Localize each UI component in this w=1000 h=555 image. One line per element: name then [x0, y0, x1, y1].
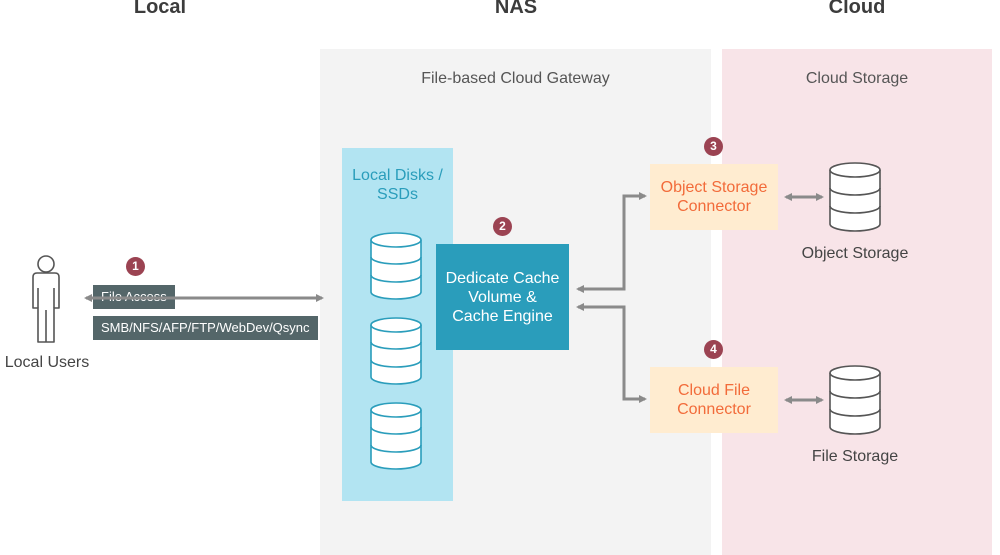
- local-disks-title-line2: SSDs: [377, 186, 418, 203]
- local-database-icon-3: [370, 402, 422, 470]
- file-connector-line2: Connector: [677, 401, 751, 418]
- local-disks-title-line1: Local Disks /: [352, 167, 443, 184]
- object-connector-line1: Object Storage: [660, 179, 768, 196]
- local-users-label: Local Users: [4, 354, 90, 371]
- cloud-panel-title: Cloud Storage: [805, 70, 909, 87]
- cache-to-object-connector-arrow: [576, 192, 647, 293]
- file-connector-line1: Cloud File: [677, 382, 750, 399]
- local-disks-title: Local Disks / SSDs: [342, 166, 453, 204]
- object-storage-connector: Object Storage Connector: [650, 164, 778, 230]
- column-heading-nas: NAS: [494, 0, 538, 18]
- file-storage-database-icon: [829, 365, 881, 435]
- column-heading-local: Local: [133, 0, 187, 18]
- object-connector-line2: Connector: [677, 198, 751, 215]
- nas-panel-title: File-based Cloud Gateway: [421, 70, 610, 87]
- step-badge-1: 1: [126, 257, 145, 276]
- cache-line2: Volume &: [468, 288, 537, 306]
- object-storage-database-icon: [829, 162, 881, 232]
- cache-line3: Cache Engine: [452, 307, 553, 325]
- protocols-tag: SMB/NFS/AFP/FTP/WebDev/Qsync: [93, 316, 318, 340]
- cloud-panel: Cloud Storage: [722, 49, 992, 555]
- local-database-icon-2: [370, 317, 422, 385]
- column-heading-cloud: Cloud: [828, 0, 886, 18]
- object-storage-label: Object Storage: [801, 245, 909, 262]
- step-badge-2: 2: [493, 217, 512, 236]
- cache-to-file-connector-arrow: [576, 303, 647, 403]
- cache-engine-box: Dedicate Cache Volume & Cache Engine: [436, 244, 569, 350]
- file-storage-label: File Storage: [811, 448, 899, 465]
- cache-line1: Dedicate Cache: [445, 269, 560, 287]
- local-user-icon: [32, 255, 60, 343]
- local-database-icon-1: [370, 232, 422, 300]
- step-badge-4: 4: [704, 340, 723, 359]
- cloud-file-connector: Cloud File Connector: [650, 367, 778, 433]
- step-badge-3: 3: [704, 137, 723, 156]
